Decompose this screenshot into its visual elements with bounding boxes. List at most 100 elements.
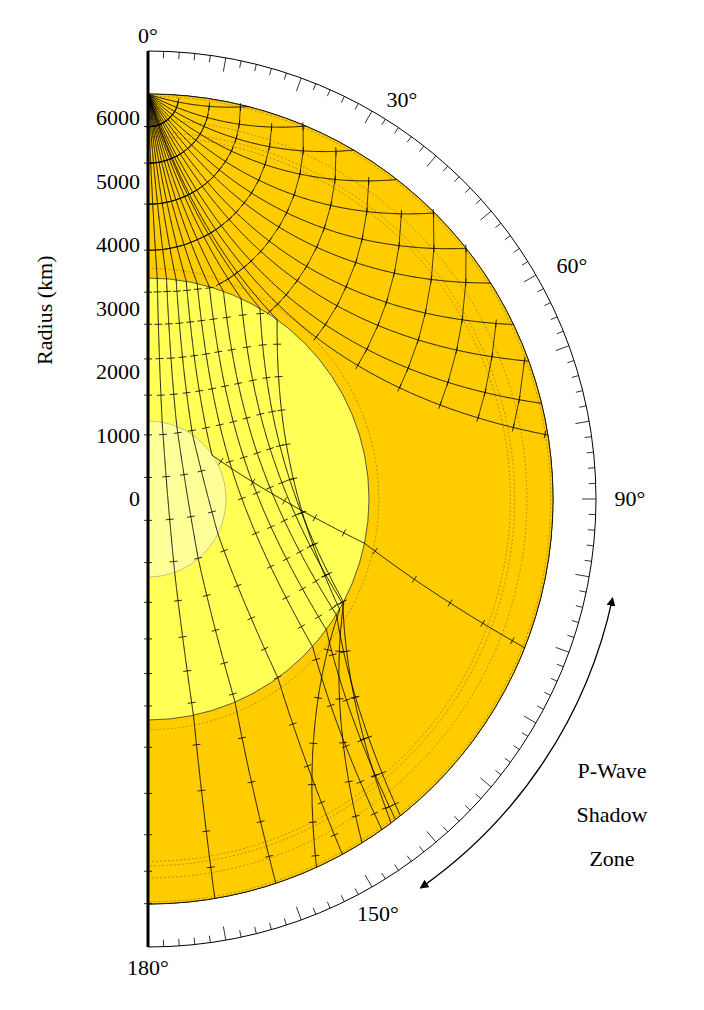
time-tick [198, 131, 202, 138]
degree-tick [496, 771, 502, 775]
time-tick [266, 448, 274, 450]
time-tick [258, 248, 263, 254]
time-tick [274, 676, 281, 679]
degree-tick [296, 907, 301, 920]
time-tick [314, 697, 322, 698]
time-tick [234, 270, 240, 275]
time-tick [378, 771, 385, 774]
time-tick [188, 430, 196, 431]
time-tick [285, 209, 288, 216]
time-tick [187, 516, 195, 517]
radius-value: 5000 [96, 169, 140, 195]
time-tick [344, 283, 347, 290]
time-tick [264, 161, 267, 169]
degree-tick [194, 53, 196, 60]
degree-tick [572, 376, 579, 378]
time-tick [329, 606, 336, 610]
time-tick [365, 346, 369, 353]
time-tick [180, 244, 188, 246]
degree-tick [270, 923, 272, 930]
degree-tick [522, 733, 528, 737]
ray-path [148, 94, 340, 867]
wavefront [425, 279, 431, 313]
inner-core [148, 421, 226, 577]
time-tick [352, 815, 360, 817]
time-tick [393, 269, 395, 277]
time-tick [278, 481, 285, 484]
time-tick [314, 334, 319, 340]
layer-boundary [148, 120, 527, 878]
degree-tick [576, 391, 583, 393]
time-tick [371, 774, 379, 776]
ray-path [148, 94, 548, 435]
time-tick [233, 210, 239, 216]
degree-tick [496, 223, 502, 227]
time-tick [243, 417, 251, 419]
degree-tick [427, 831, 436, 842]
time-tick [308, 784, 316, 785]
degree-tick [454, 816, 459, 821]
degree-tick [240, 61, 241, 68]
time-tick [311, 855, 319, 857]
time-tick [183, 392, 191, 394]
time-tick [198, 790, 206, 792]
ray-path [148, 94, 354, 152]
time-tick [371, 812, 378, 815]
time-tick [209, 319, 217, 320]
degree-tick [270, 68, 272, 75]
time-tick [240, 456, 248, 458]
time-tick [208, 511, 216, 513]
degree-tick [420, 146, 424, 152]
ray-path [148, 94, 466, 249]
radius-value: 0 [129, 486, 140, 512]
degree-tick [395, 865, 399, 871]
time-tick [256, 313, 264, 314]
degree-tick [313, 908, 316, 914]
time-tick [242, 200, 247, 206]
time-tick [267, 309, 273, 314]
layer-boundary [148, 132, 515, 866]
time-tick [477, 414, 479, 422]
time-tick [203, 595, 211, 597]
time-tick [401, 210, 402, 218]
wavefront [519, 361, 524, 400]
wavefront [408, 340, 418, 368]
degree-label: 0° [138, 23, 158, 49]
wavefront [462, 282, 466, 319]
time-tick [282, 444, 290, 445]
time-tick [289, 478, 297, 480]
degree-tick [407, 856, 411, 862]
time-tick [243, 347, 251, 348]
time-tick [267, 525, 274, 528]
ray-path [148, 94, 215, 899]
time-tick [385, 299, 387, 307]
time-tick [229, 421, 237, 423]
time-tick [157, 394, 165, 395]
time-tick [241, 265, 247, 270]
time-tick [269, 143, 270, 151]
time-tick [544, 431, 546, 439]
wavefront [465, 248, 466, 282]
time-tick [234, 383, 242, 385]
degree-tick [579, 406, 586, 407]
time-tick [248, 258, 254, 263]
time-tick [202, 427, 210, 429]
time-tick [223, 158, 227, 165]
degree-tick [579, 591, 586, 592]
degree-tick [567, 635, 574, 637]
degree-tick [355, 103, 358, 109]
degree-tick [537, 706, 543, 709]
degree-tick [365, 875, 372, 887]
time-tick [220, 662, 228, 664]
time-tick [298, 511, 305, 514]
degree-tick [327, 90, 330, 96]
time-tick [229, 693, 237, 695]
degree-tick [544, 692, 550, 695]
time-tick [194, 557, 202, 559]
time-tick [465, 278, 466, 286]
wavefront [433, 213, 434, 248]
degree-tick [575, 574, 589, 576]
time-tick [519, 396, 520, 404]
degree-tick [557, 331, 563, 334]
time-tick [267, 565, 274, 568]
